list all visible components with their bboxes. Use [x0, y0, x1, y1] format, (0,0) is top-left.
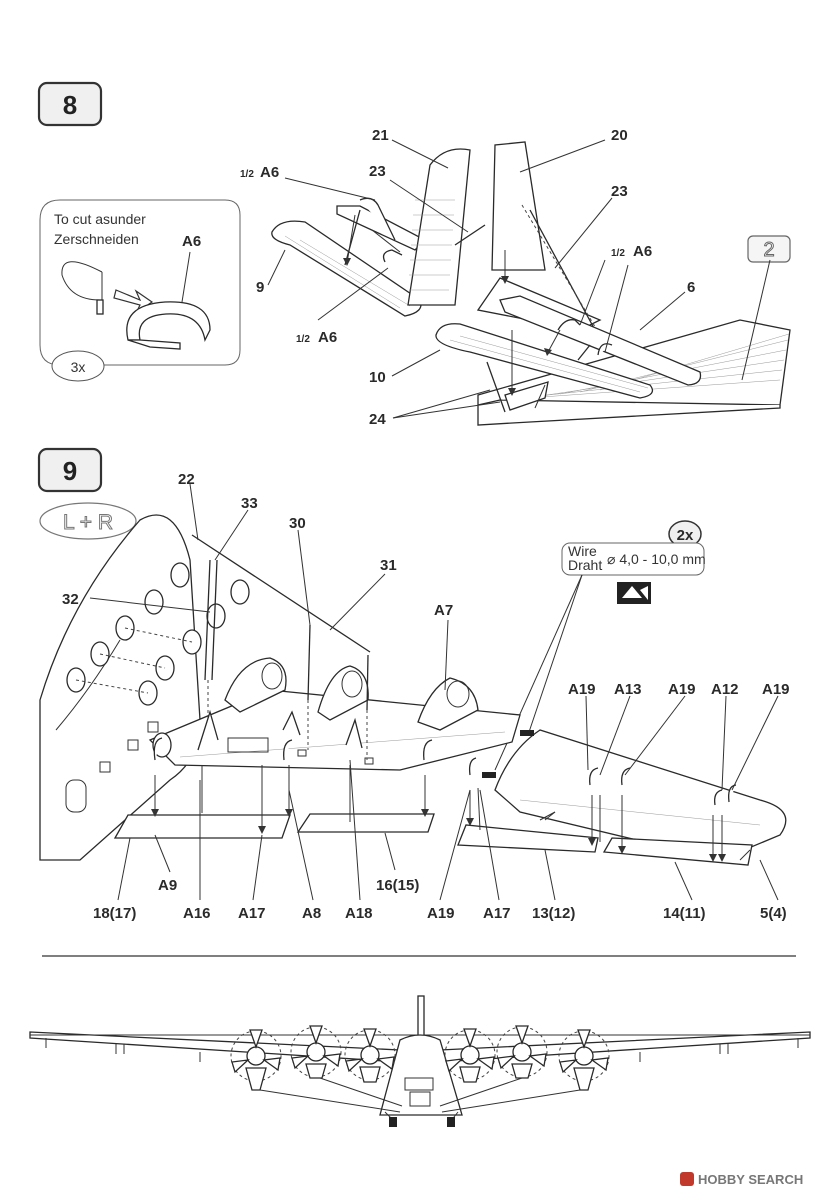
step-9-badge [37, 447, 103, 493]
propeller-engine-4 [444, 1028, 496, 1083]
side-badge-label: L + R [63, 511, 113, 534]
tailplane-10 [435, 323, 654, 399]
cut-inset-line1: To cut asunder [54, 211, 146, 227]
step-9-number: 9 [63, 456, 77, 486]
cut-inset-part-label: A6 [182, 233, 201, 250]
callout-half-2-frac: 1/2 [611, 248, 625, 259]
callout-30: 30 [289, 515, 306, 532]
part-14-11 [602, 837, 753, 866]
callout-22: 22 [178, 471, 195, 488]
callout-a17-1: A17 [238, 905, 266, 922]
front-view-aircraft [29, 995, 811, 1127]
front-fuselage [379, 1034, 463, 1116]
callout-5-4: 5(4) [760, 905, 787, 922]
engine-nacelle-3 [417, 677, 479, 731]
callout-24: 24 [369, 411, 386, 428]
strut-fittings [153, 709, 737, 806]
watermark: HOBBY SEARCH [680, 1172, 803, 1187]
propeller-engine-5 [496, 1025, 548, 1079]
strut-33 [204, 559, 211, 681]
ref-step-badge [747, 235, 791, 263]
propeller-engine-3 [344, 1028, 396, 1083]
ref-step-number: 2 [763, 239, 774, 261]
propeller-engine-6 [558, 1029, 610, 1091]
fin-21 [407, 148, 471, 306]
step-8: 8 To cut asunder Zerschneiden A6 3x 2 [37, 81, 791, 428]
part-13-12 [457, 824, 599, 853]
callout-a8: A8 [302, 905, 321, 922]
propeller-engine-2 [290, 1025, 342, 1079]
callout-14-11: 14(11) [663, 905, 706, 922]
cut-inset: To cut asunder Zerschneiden A6 3x [39, 199, 241, 382]
callout-9: 9 [256, 279, 264, 296]
wire-spec: 2x Wire Draht ⌀ 4,0 - 10,0 mm [494, 520, 706, 771]
wire-count: 2x [677, 527, 694, 544]
propeller-engine-1 [230, 1029, 282, 1091]
callout-20: 20 [611, 127, 628, 144]
step-8-badge [37, 81, 103, 127]
door-icon [65, 779, 87, 813]
tailplane-9 [271, 205, 427, 317]
callout-a6-2: A6 [633, 243, 652, 260]
cut-count: 3x [71, 359, 86, 375]
callout-a9: A9 [158, 877, 177, 894]
callout-13-12: 13(12) [532, 905, 575, 922]
engine-nacelles [224, 657, 479, 731]
step-8-leaders [267, 139, 686, 419]
callout-33: 33 [241, 495, 258, 512]
callout-half-3-frac: 1/2 [296, 334, 310, 345]
a6-struts [344, 197, 613, 413]
wire-label-de: Draht [568, 557, 602, 573]
callout-31: 31 [380, 557, 397, 574]
step-8-arrows [343, 214, 561, 409]
callout-a19-1: A19 [568, 681, 596, 698]
tailplane-6 [499, 295, 702, 386]
callout-a16: A16 [183, 905, 211, 922]
strut-23b [454, 224, 486, 246]
callout-10: 10 [369, 369, 386, 386]
callout-a6-1: A6 [260, 164, 279, 181]
wire-label-en: Wire [568, 543, 597, 559]
callout-a6-3: A6 [318, 329, 337, 346]
callout-a13: A13 [614, 681, 642, 698]
callout-21: 21 [372, 127, 389, 144]
step-9: 9 L + R 2x Wire Draht ⌀ 4,0 - 10,0 mm [37, 447, 790, 922]
cut-part-icon [126, 301, 211, 343]
strut-30 [307, 624, 311, 701]
strut-31 [366, 654, 369, 711]
callout-a12: A12 [711, 681, 739, 698]
engine-nacelle-1 [224, 657, 287, 713]
callout-23b: 23 [611, 183, 628, 200]
callout-a18: A18 [345, 905, 373, 922]
callout-16-15: 16(15) [376, 877, 419, 894]
step-8-number: 8 [63, 90, 77, 120]
bogie-wheels-32 [66, 562, 250, 758]
callout-a17-2: A17 [483, 905, 511, 922]
callout-18-17: 18(17) [93, 905, 136, 922]
hobbysearch-logo-icon [680, 1172, 694, 1186]
callout-6: 6 [687, 279, 695, 296]
callout-a19-2: A19 [668, 681, 696, 698]
callout-a19-3: A19 [762, 681, 790, 698]
sprue-part-icon [61, 261, 103, 301]
callout-a7: A7 [434, 602, 453, 619]
watermark-text: HOBBY SEARCH [698, 1172, 803, 1187]
step-9-arrows [151, 765, 751, 862]
part-16-15 [296, 813, 435, 833]
engine-nacelle-2 [317, 665, 369, 721]
cut-inset-line2: Zerschneiden [54, 231, 139, 247]
step-9-leaders [89, 483, 779, 901]
side-badge [39, 502, 137, 540]
strut-23 [529, 209, 596, 331]
callout-32: 32 [62, 591, 79, 608]
strut-22 [191, 534, 371, 653]
callout-23a: 23 [369, 163, 386, 180]
wire-diameter: ⌀ 4,0 - 10,0 mm [607, 551, 706, 567]
callout-a19-4: A19 [427, 905, 455, 922]
callout-half-1-frac: 1/2 [240, 169, 254, 180]
